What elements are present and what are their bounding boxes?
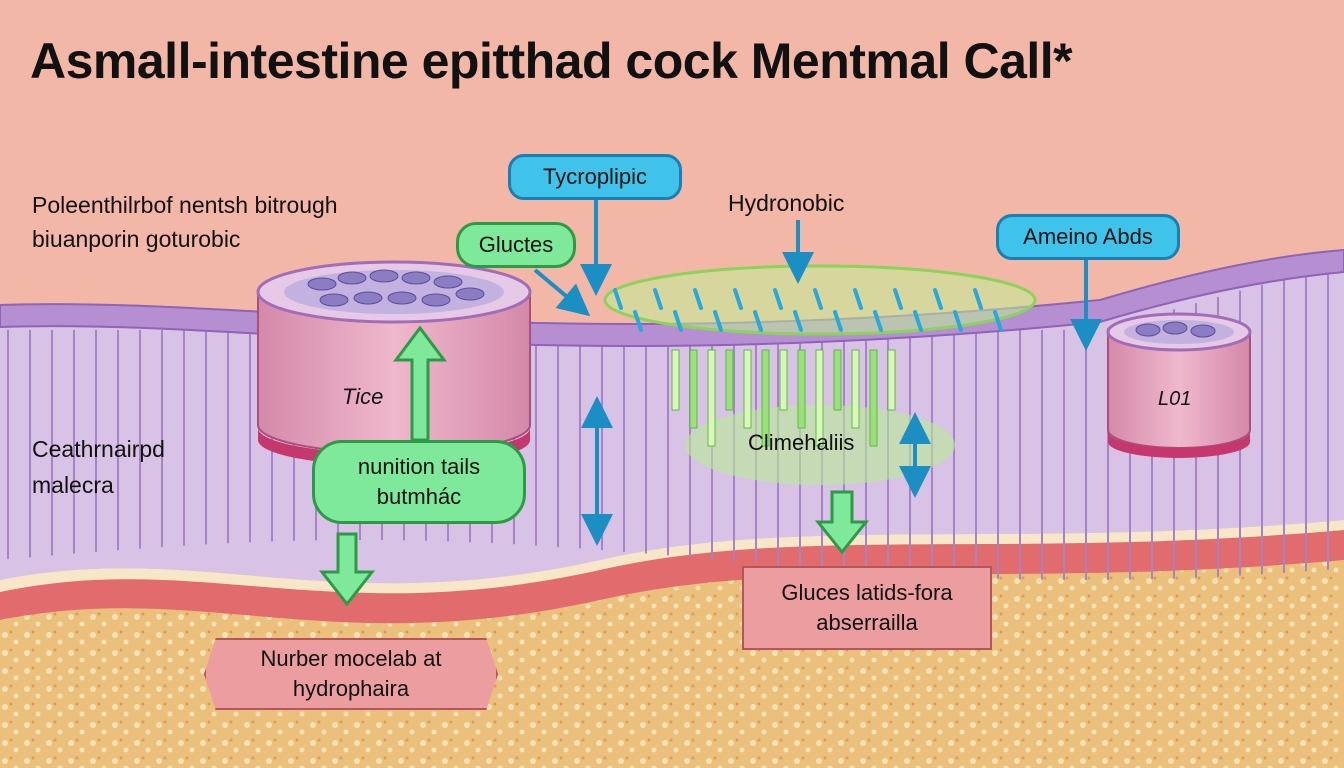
cell-granule <box>387 291 417 305</box>
channel-rod <box>707 349 716 447</box>
channel-molecule <box>873 310 883 332</box>
cell-granule <box>455 287 485 301</box>
box-glucess: Gluces latids-fora abserrailla <box>742 566 992 650</box>
channel-rod <box>851 349 860 429</box>
channel-molecule <box>913 310 923 332</box>
channel-rod <box>671 349 680 411</box>
channel-molecule <box>733 288 743 310</box>
channel-molecule <box>853 288 863 310</box>
cell-granule <box>369 269 399 283</box>
box-nurber-line1: Nurber mocelab at <box>260 646 442 671</box>
callout-ameino-abds: Ameino Abds <box>996 214 1180 260</box>
channel-molecule <box>693 288 703 310</box>
arrow-down-left <box>318 532 376 607</box>
channel-rod <box>743 349 752 429</box>
note-top-left-line1: Poleenthilrbof nentsh bitrough <box>32 192 338 218</box>
left-cylinder-cell <box>256 260 532 466</box>
cell-granule <box>337 271 367 285</box>
channel-rod <box>761 349 770 447</box>
diagram-title: Asmall-intestine epitthad cock Mentmal C… <box>30 33 1073 89</box>
channel-molecule <box>613 288 623 310</box>
green-arrows <box>318 325 870 607</box>
channel-rod <box>887 349 896 411</box>
channel-molecule <box>893 288 903 310</box>
channel-molecule <box>653 288 663 310</box>
callout-tycroplipic: Tycroplipic <box>508 154 682 200</box>
label-left-cell: Tice <box>342 384 384 409</box>
channel-rod <box>833 349 842 411</box>
arrow-gluctes <box>533 268 591 317</box>
blue-arrows <box>533 198 1102 546</box>
channel-molecule <box>993 310 1003 332</box>
channel-molecule <box>813 288 823 310</box>
channel-molecule <box>773 288 783 310</box>
basement-highlight <box>0 520 1344 594</box>
channel-molecule <box>673 310 683 332</box>
channel-molecule <box>793 310 803 332</box>
callout-nunition: nunition tails butmhác <box>312 440 526 524</box>
box-glucess-line1: Gluces latids-fora <box>781 580 953 605</box>
arrow-up-into-cell <box>393 325 447 442</box>
channel-molecule <box>973 288 983 310</box>
right-cylinder-cell <box>1106 312 1252 458</box>
arrow-down-right <box>814 490 870 555</box>
channel-rod <box>869 349 878 447</box>
cell-granule <box>421 293 451 307</box>
channel-molecule <box>633 310 643 332</box>
channel-molecule <box>753 310 763 332</box>
channel-molecule <box>933 288 943 310</box>
cell-granule <box>353 291 383 305</box>
cell-granule <box>307 277 337 291</box>
callout-nunition-line1: nunition tails <box>357 454 481 479</box>
channel-rod <box>779 349 788 411</box>
basement-membrane <box>0 528 1344 624</box>
callout-nunition-line2: butmhác <box>376 484 462 509</box>
label-climehaliis: Climehaliis <box>748 430 855 455</box>
channel-molecule <box>713 310 723 332</box>
channel-molecule <box>953 310 963 332</box>
box-glucess-line2: abserrailla <box>816 610 918 635</box>
box-nurber-line2: hydrophaira <box>292 676 410 701</box>
cell-granule <box>319 293 349 307</box>
label-right-cell: L01 <box>1158 388 1192 410</box>
channel-molecule <box>833 310 843 332</box>
channel-rod <box>689 349 698 429</box>
channel-rods <box>671 349 896 447</box>
callout-gluctes: Gluctes <box>456 222 576 268</box>
tissue-texture <box>0 540 1344 768</box>
note-mid-left-line2: malecra <box>32 472 114 498</box>
note-top-left-line2: biuanporin goturobic <box>32 226 241 252</box>
channel-molecules <box>613 288 1003 332</box>
note-hydronobic: Hydronobic <box>728 190 845 216</box>
channel-rod <box>815 349 824 447</box>
cell-granule <box>433 275 463 289</box>
channel-rod <box>725 349 734 411</box>
cell-granule <box>401 271 431 285</box>
note-mid-left-line1: Ceathrnairpd <box>32 436 165 462</box>
channel-rod <box>797 349 806 429</box>
box-nurber: Nurber mocelab at hydrophaira <box>204 638 498 710</box>
